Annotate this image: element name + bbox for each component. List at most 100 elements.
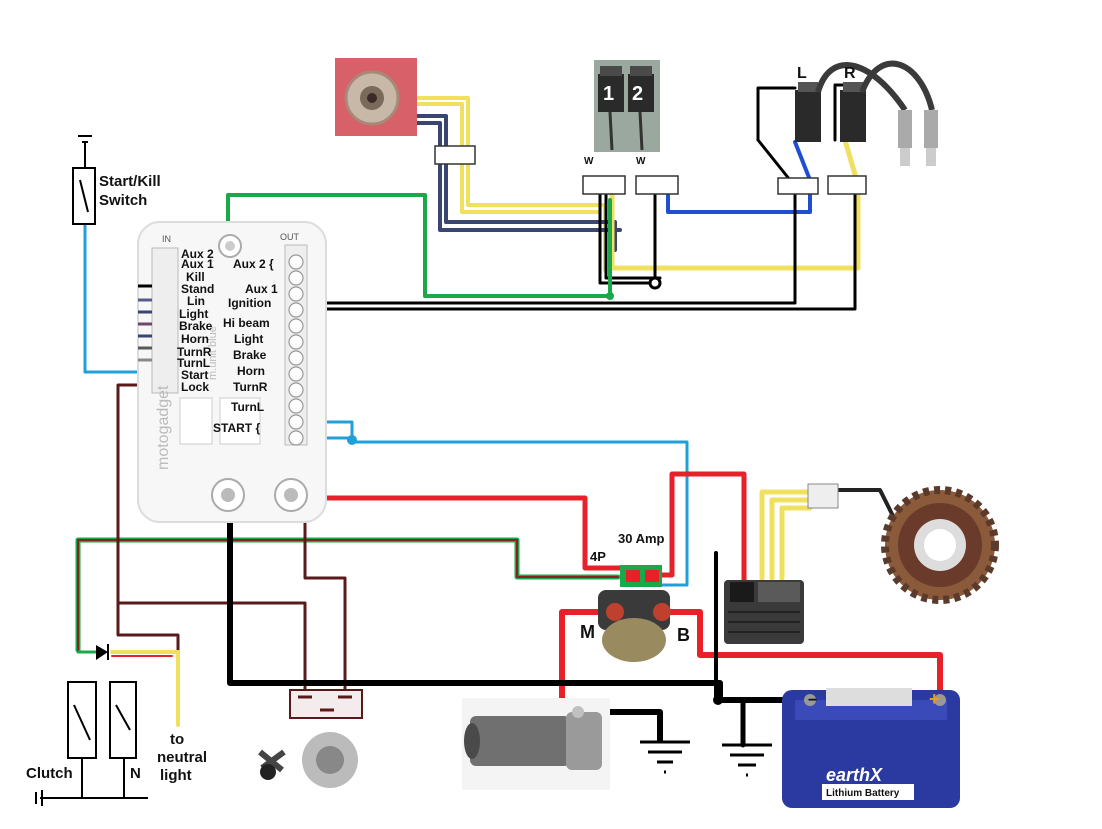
box-in-labels: Aux 2 Aux 1 Kill Stand Lin Light Brake H… bbox=[177, 247, 214, 394]
black-wire-stator bbox=[834, 488, 897, 522]
ignition-switch bbox=[258, 689, 363, 788]
igniter-modules-image: 1 2 bbox=[594, 60, 660, 152]
yellow-wire-stator-3 bbox=[779, 505, 813, 581]
yellow-wire-stator bbox=[759, 489, 813, 581]
out-label-brake: Brake bbox=[233, 348, 267, 362]
igniter-1-label: 1 bbox=[603, 83, 614, 105]
brown-wire-ignition-switch bbox=[303, 496, 347, 692]
out-label-horn: Horn bbox=[237, 364, 265, 378]
box-brand: motogadget bbox=[155, 385, 172, 470]
in-label-start: Start bbox=[181, 368, 208, 382]
battery-type: Lithium Battery bbox=[826, 788, 900, 799]
out-label-hibeam: Hi beam bbox=[223, 316, 270, 330]
black-wire-igniter bbox=[598, 193, 657, 285]
blue-wire-coil bbox=[666, 140, 812, 214]
in-label-turnl: TurnL bbox=[177, 356, 210, 370]
red-stripe-relay bbox=[77, 539, 619, 651]
cyan-wire-start bbox=[303, 420, 689, 587]
connector-mark-w1: W bbox=[584, 156, 594, 167]
black-wire-starter-ground bbox=[607, 709, 663, 743]
out-label-light: Light bbox=[234, 332, 263, 346]
start-kill-switch: Start/Kill Switch bbox=[72, 135, 161, 225]
in-label-turnr: TurnR bbox=[177, 345, 212, 359]
connectors: W W bbox=[434, 145, 867, 195]
red-wire-relay bbox=[655, 471, 747, 588]
start-kill-label-2: Switch bbox=[99, 192, 147, 209]
yellow-wire-coil bbox=[609, 137, 861, 271]
out-label-ignition: Ignition bbox=[228, 296, 271, 310]
connector-pickup bbox=[434, 145, 476, 165]
black-junction bbox=[648, 276, 662, 290]
box-out-header: OUT bbox=[280, 232, 300, 242]
clutch-neutral-switches: Clutch N to neutral light bbox=[26, 644, 207, 806]
box-model: m.unit blue bbox=[207, 326, 219, 380]
out-label-aux2: Aux 2 { bbox=[233, 257, 274, 271]
regulator-rectifier bbox=[724, 580, 804, 644]
out-label-aux1: Aux 1 bbox=[245, 282, 278, 296]
red-wire-starter bbox=[559, 609, 615, 713]
red-wire-b-battery bbox=[665, 609, 943, 703]
black-wire-ignition-2 bbox=[303, 193, 857, 311]
fuse-rating-label: 30 Amp bbox=[618, 531, 665, 546]
connector-mark-w2: W bbox=[636, 156, 646, 167]
in-label-light: Light bbox=[179, 307, 208, 321]
black-wire-ignition bbox=[303, 193, 797, 305]
to-neutral-label-2: neutral bbox=[157, 749, 207, 766]
green-wire-kill bbox=[226, 193, 612, 298]
relay-m-label: M bbox=[580, 622, 595, 642]
box-out-labels: Aux 2 { Aux 1 Ignition Hi beam Light Bra… bbox=[213, 257, 278, 435]
green-junction bbox=[606, 292, 614, 300]
in-label-kill: Kill bbox=[186, 270, 205, 284]
yellow-wire-stator-2 bbox=[769, 497, 813, 581]
ground-symbols bbox=[640, 740, 772, 777]
connector-coil-right bbox=[827, 175, 867, 195]
relay-4p-label: 4P bbox=[590, 549, 606, 564]
connector-coil-left bbox=[777, 177, 819, 195]
svg-text:−: − bbox=[808, 692, 817, 709]
yellow-wire-pickup bbox=[413, 96, 607, 272]
yellow-wire-neutral bbox=[110, 650, 180, 727]
coil-left-label: L bbox=[797, 65, 807, 82]
battery-brand: earthX bbox=[826, 765, 883, 785]
in-label-horn: Horn bbox=[181, 332, 209, 346]
clutch-label: Clutch bbox=[26, 765, 73, 782]
in-label-brake: Brake bbox=[179, 319, 213, 333]
wires bbox=[75, 83, 943, 748]
red-wire-battery bbox=[315, 495, 623, 571]
in-label-lin: Lin bbox=[187, 294, 205, 308]
ground-junction bbox=[713, 695, 723, 705]
neutral-label: N bbox=[130, 765, 141, 782]
out-label-turnl: TurnL bbox=[231, 400, 264, 414]
black-wire-coil-left bbox=[756, 86, 797, 142]
to-neutral-label-1: to bbox=[170, 731, 184, 748]
battery: − + earthX Lithium Battery bbox=[782, 688, 960, 808]
ignition-coils-image: L R bbox=[795, 60, 938, 166]
out-label-turnr: TurnR bbox=[233, 380, 268, 394]
black-wire-igniter-2 bbox=[604, 193, 662, 280]
in-label-lock: Lock bbox=[181, 380, 209, 394]
brown-wire-clutch bbox=[116, 601, 180, 684]
black-wire-coil-left-2 bbox=[756, 138, 792, 182]
to-neutral-label-3: light bbox=[160, 767, 192, 784]
pickup-coil-image bbox=[335, 58, 417, 136]
svg-text:+: + bbox=[929, 689, 940, 709]
cyan-wire-startkill bbox=[83, 223, 162, 374]
connector-igniter-2 bbox=[635, 175, 679, 195]
connector-igniter-1 bbox=[582, 175, 626, 195]
cyan-junction bbox=[347, 435, 357, 445]
motogadget-box: IN OUT motogadget m.unit blue bbox=[137, 221, 327, 523]
relay-b-label: B bbox=[677, 625, 690, 645]
in-label-stand: Stand bbox=[181, 282, 214, 296]
out-label-start: START { bbox=[213, 421, 260, 435]
in-label-aux2: Aux 2 bbox=[181, 247, 214, 261]
starter-relay: 30 Amp 4P M B bbox=[580, 531, 690, 662]
starter-motor bbox=[462, 698, 610, 790]
in-label-aux1: Aux 1 bbox=[181, 257, 214, 271]
igniter-2-label: 2 bbox=[632, 83, 643, 105]
navy-wire-pickup-2 bbox=[413, 121, 622, 232]
box-in-header: IN bbox=[162, 234, 171, 244]
black-wire-ground-main bbox=[227, 517, 803, 703]
start-kill-label-1: Start/Kill bbox=[99, 173, 161, 190]
